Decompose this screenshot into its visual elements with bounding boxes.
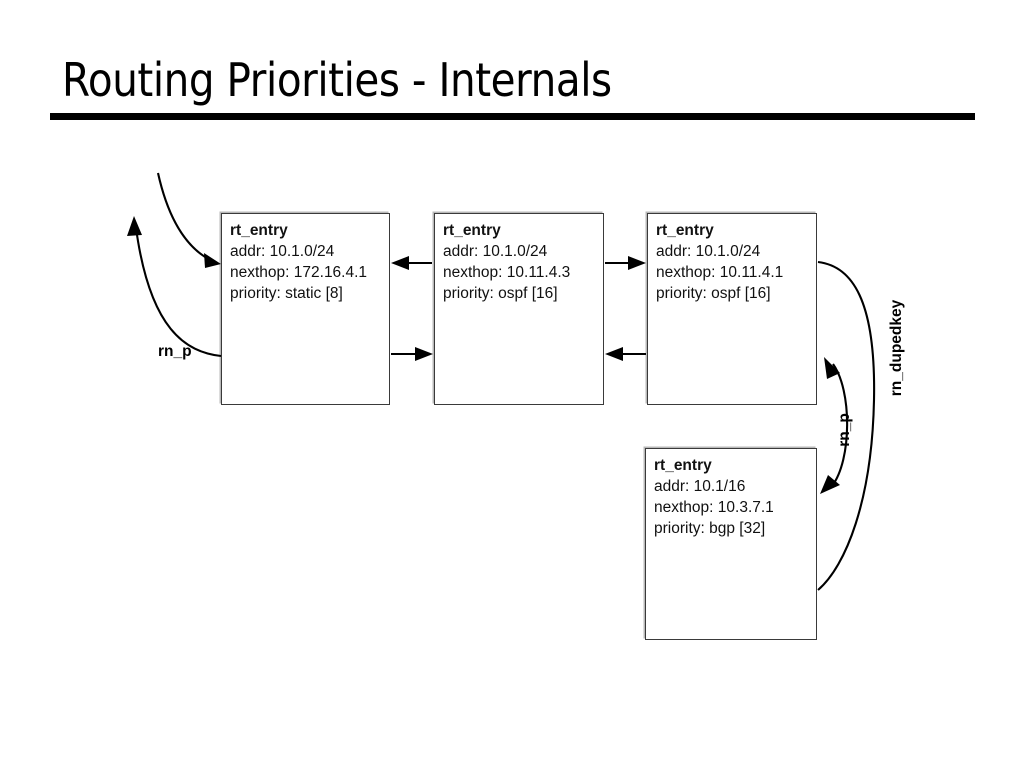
title-divider	[50, 113, 975, 120]
rt-entry-priority: priority: ospf [16]	[443, 285, 558, 302]
arrow-box2-to-box3	[605, 256, 646, 270]
rt-entry-box-3: rt_entry addr: 10.1.0/24 nexthop: 10.11.…	[647, 213, 817, 405]
page-title: Routing Priorities - Internals	[62, 53, 612, 107]
edge-label-rn-p-left: rn_p	[158, 343, 192, 360]
rt-entry-struct-name: rt_entry	[443, 222, 501, 239]
arrow-box2-to-box1	[391, 256, 432, 270]
rt-entry-addr: addr: 10.1.0/24	[656, 243, 761, 260]
rt-entry-box-2: rt_entry addr: 10.1.0/24 nexthop: 10.11.…	[434, 213, 604, 405]
arrow-rn-p-left	[127, 216, 222, 358]
rt-entry-nexthop: nexthop: 172.16.4.1	[230, 264, 368, 281]
edge-label-rn-dupedkey: rn_dupedkey	[888, 299, 905, 397]
edge-label-rn-p-right: rn_p	[836, 413, 853, 447]
rt-entry-struct-name: rt_entry	[656, 222, 714, 239]
rt-entry-addr: addr: 10.1/16	[654, 478, 746, 495]
rt-entry-nexthop: nexthop: 10.3.7.1	[654, 499, 774, 516]
incoming-pointer-arrow	[156, 172, 221, 268]
rt-entry-priority: priority: ospf [16]	[656, 285, 771, 302]
rt-entry-box-1: rt_entry addr: 10.1.0/24 nexthop: 172.16…	[221, 213, 390, 405]
rt-entry-struct-name: rt_entry	[230, 222, 288, 239]
rt-entry-priority: priority: bgp [32]	[654, 520, 766, 537]
rt-entry-box-4: rt_entry addr: 10.1/16 nexthop: 10.3.7.1…	[645, 448, 817, 640]
rt-entry-struct-name: rt_entry	[654, 457, 712, 474]
rt-entry-nexthop: nexthop: 10.11.4.3	[443, 264, 571, 281]
rt-entry-nexthop: nexthop: 10.11.4.1	[656, 264, 784, 281]
rt-entry-addr: addr: 10.1.0/24	[443, 243, 548, 260]
rt-entry-priority: priority: static [8]	[230, 285, 343, 302]
rt-entry-addr: addr: 10.1.0/24	[230, 243, 335, 260]
arrow-box3-to-box2	[605, 347, 646, 361]
arrow-box1-to-box2	[391, 347, 433, 361]
